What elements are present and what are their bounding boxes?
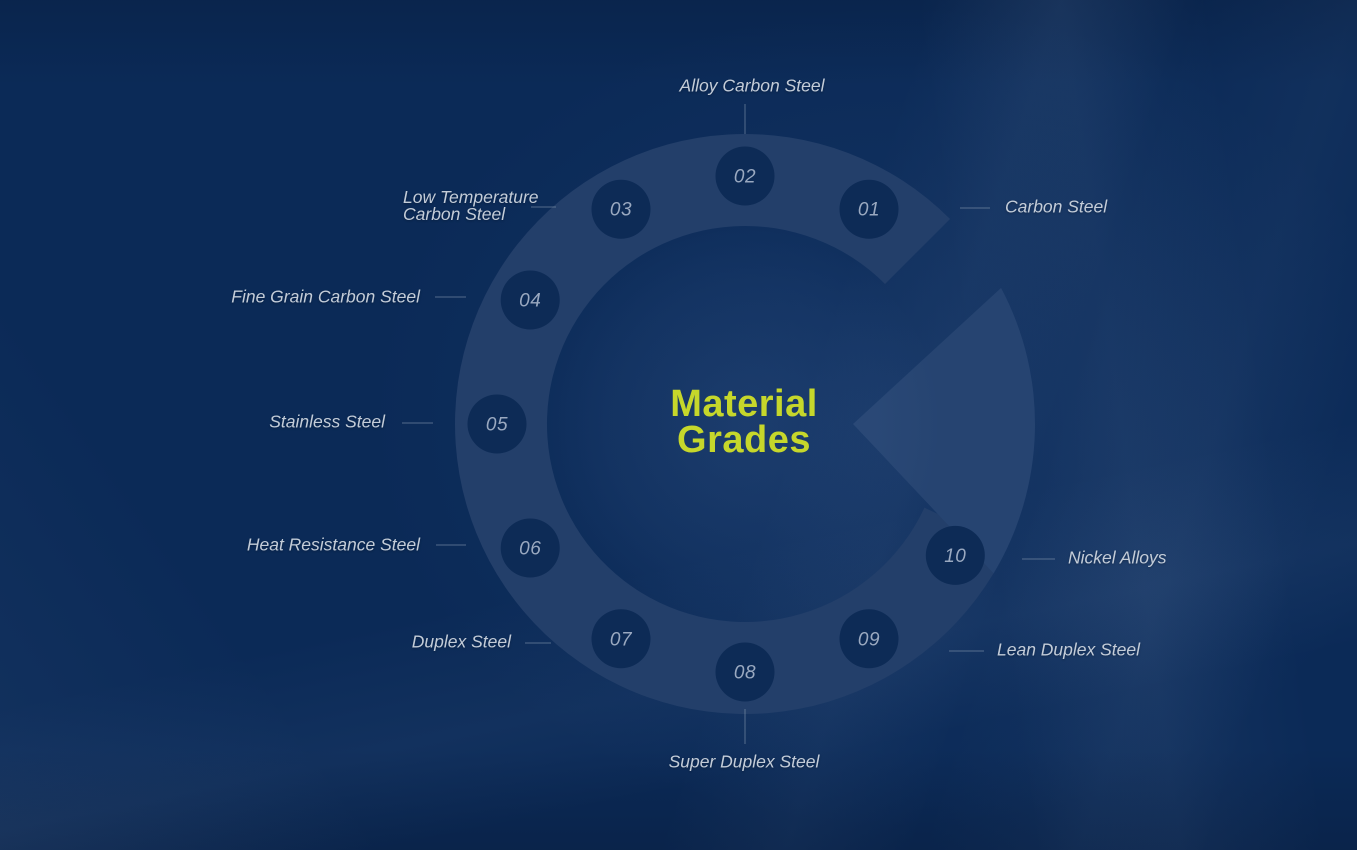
- node-10: 10: [925, 525, 985, 585]
- node-circle-01: [839, 179, 899, 239]
- node-label-04: Fine Grain Carbon Steel: [231, 286, 420, 307]
- node-number-07: 07: [610, 629, 633, 650]
- node-circle-03: [591, 179, 651, 239]
- node-circle-06: [500, 518, 560, 578]
- title-line-1: Material: [670, 383, 818, 425]
- title-line-2: Grades: [677, 419, 811, 461]
- node-07: 07: [591, 609, 651, 669]
- node-05: 05: [467, 394, 527, 454]
- node-circle-10: [925, 525, 985, 585]
- node-number-02: 02: [734, 167, 756, 188]
- node-number-04: 04: [519, 291, 541, 312]
- node-circle-07: [591, 609, 651, 669]
- node-number-10: 10: [944, 546, 966, 567]
- node-08: 08: [715, 642, 775, 702]
- wedge-pointer-icon: [853, 287, 1035, 574]
- node-label-09: Lean Duplex Steel: [997, 639, 1141, 660]
- node-label-07: Duplex Steel: [411, 631, 511, 652]
- node-label-05: Stainless Steel: [269, 411, 385, 432]
- node-label-06: Heat Resistance Steel: [246, 534, 420, 555]
- node-number-03: 03: [610, 200, 632, 221]
- node-label-08: Super Duplex Steel: [668, 751, 820, 772]
- ring-arc: [454, 133, 1008, 714]
- diagram-title: Material Grades: [670, 383, 818, 461]
- node-09: 09: [839, 609, 899, 669]
- node-circle-02: [715, 146, 775, 206]
- node-01: 01: [839, 179, 899, 239]
- node-label-03: Low Temperature Carbon Steel: [403, 187, 539, 224]
- node-circle-04: [500, 270, 560, 330]
- node-03: 03: [591, 179, 651, 239]
- node-06: 06: [500, 518, 560, 578]
- node-number-01: 01: [858, 200, 880, 221]
- node-label-10: Nickel Alloys: [1068, 547, 1167, 568]
- node-number-08: 08: [734, 663, 756, 684]
- node-layer: 01 02 03 04 05 06 07 08 09 10: [467, 146, 985, 702]
- connector-layer: [402, 104, 1055, 744]
- node-label-01: Carbon Steel: [1005, 196, 1108, 217]
- hole-glow: [547, 226, 943, 622]
- node-number-06: 06: [519, 539, 541, 560]
- node-circle-05: [467, 394, 527, 454]
- node-circle-09: [839, 609, 899, 669]
- node-number-05: 05: [486, 415, 508, 436]
- node-number-09: 09: [858, 629, 880, 650]
- node-04: 04: [500, 270, 560, 330]
- node-circle-08: [715, 642, 775, 702]
- node-label-02: Alloy Carbon Steel: [679, 75, 825, 96]
- node-02: 02: [715, 146, 775, 206]
